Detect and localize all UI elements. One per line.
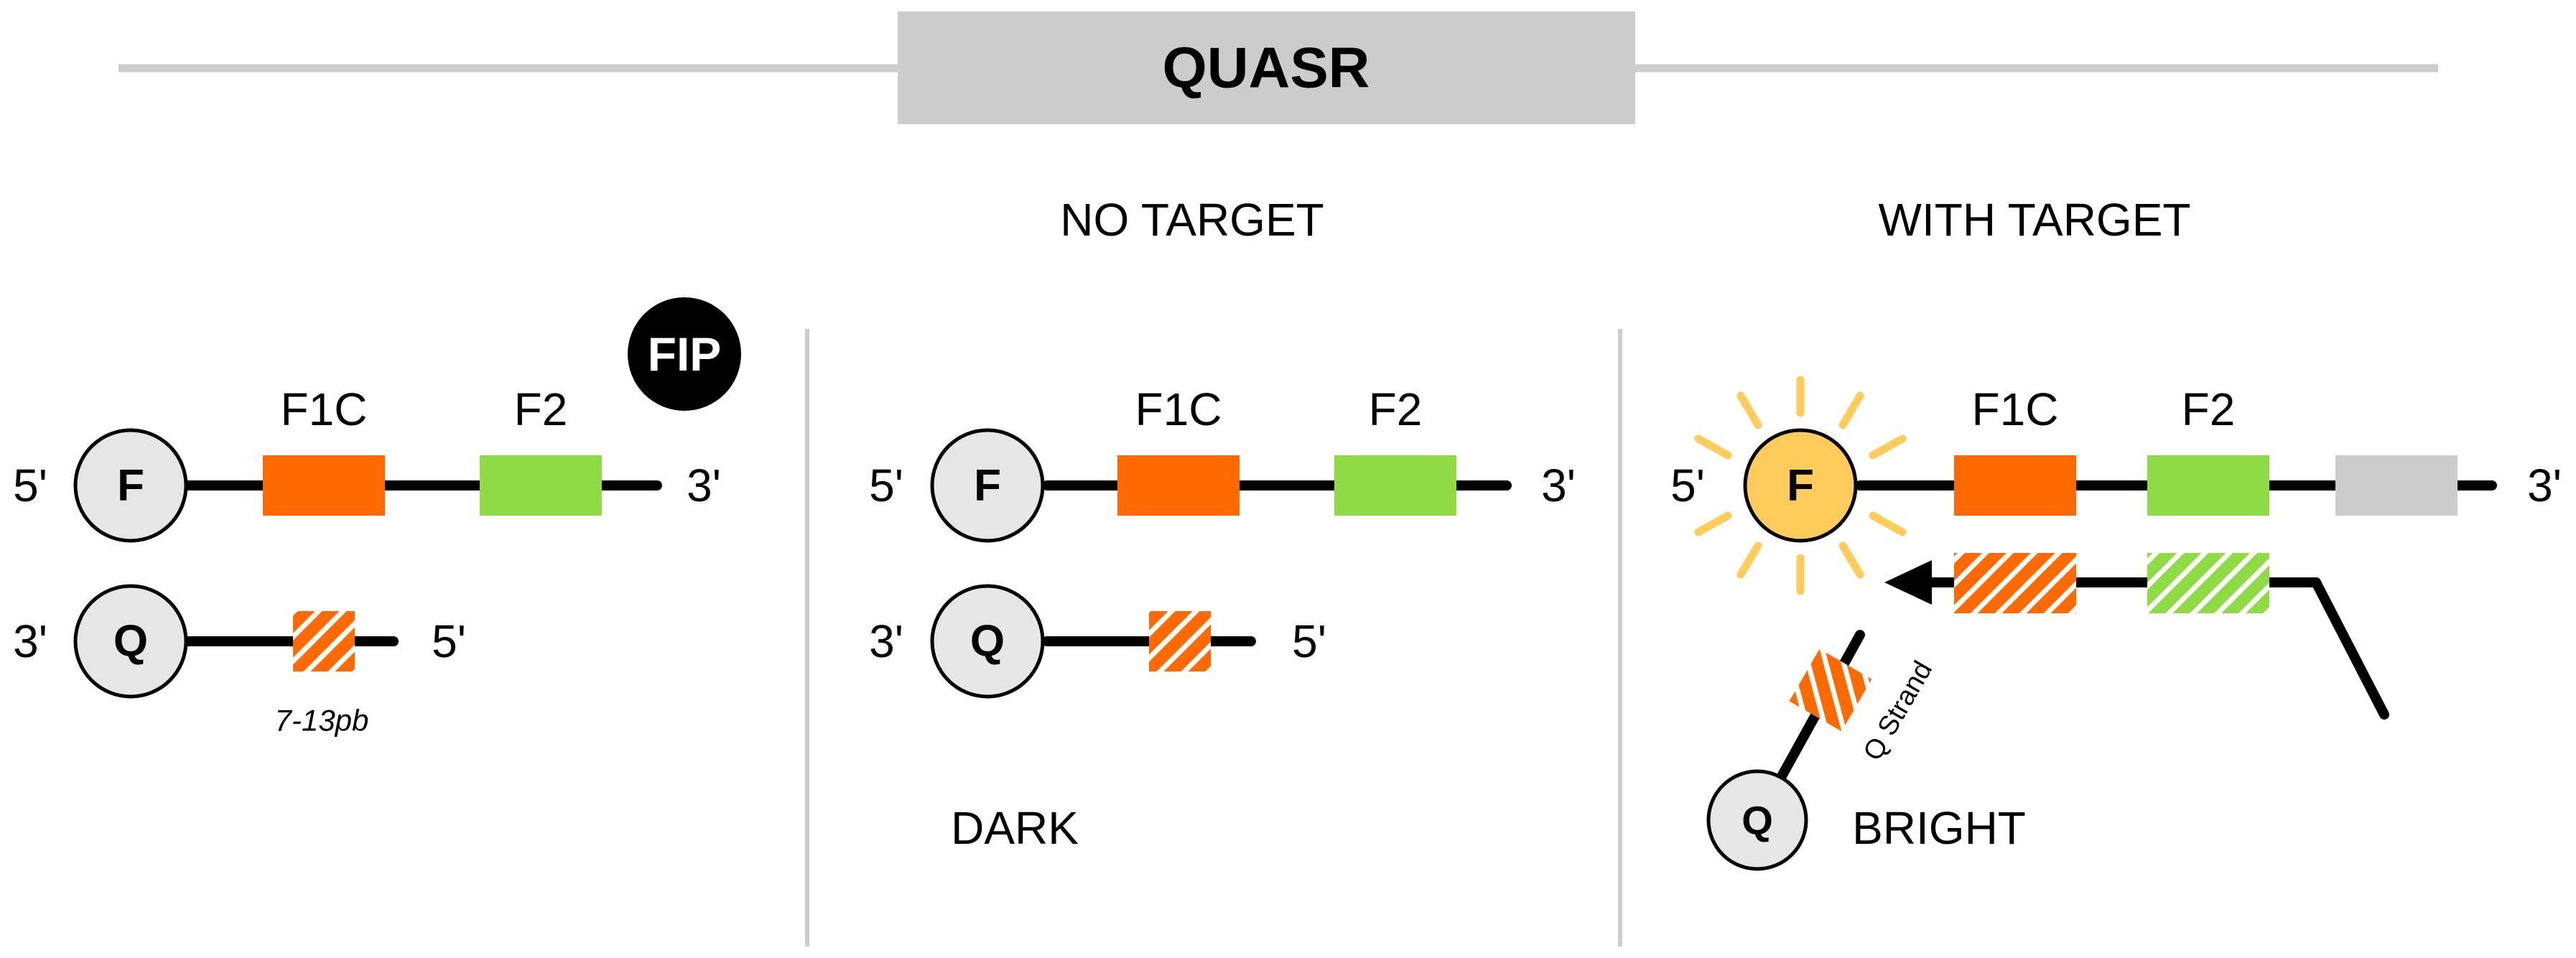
wt-complement-f1c-hatched — [1954, 553, 2076, 613]
nt-q-five-prime: 5' — [1292, 615, 1326, 667]
nt-f1c-segment — [1117, 455, 1240, 516]
fip-q-three-prime: 3' — [13, 615, 47, 667]
wt-three-prime: 3' — [2527, 460, 2562, 511]
fip-five-prime: 5' — [13, 460, 47, 511]
wt-five-prime: 5' — [1670, 460, 1705, 511]
wt-extension-tail — [2311, 577, 2389, 720]
nt-three-prime: 3' — [1541, 460, 1576, 511]
fip-quencher — [73, 584, 188, 699]
fip-f1c-segment — [263, 455, 385, 516]
heading-no-target: NO TARGET — [1060, 194, 1324, 246]
fip-q-five-prime: 5' — [432, 615, 466, 667]
bright-rays — [1694, 376, 1907, 595]
header: QUASR — [118, 11, 2438, 124]
wt-f1c-label: F1C — [1972, 383, 2059, 435]
nt-quencher — [930, 584, 1045, 699]
title: QUASR — [1163, 36, 1370, 100]
wt-q-hatched-segment — [1789, 648, 1872, 732]
nt-quencher-label: Q — [970, 617, 1005, 666]
nt-state-label: DARK — [951, 802, 1079, 854]
fip-three-prime: 3' — [687, 460, 721, 511]
title-bar — [898, 11, 1635, 124]
nt-f2-segment — [1334, 455, 1456, 516]
fip-badge — [628, 297, 741, 411]
wt-fluorophore-bright — [1743, 428, 1858, 543]
heading-with-target: WITH TARGET — [1879, 194, 2191, 246]
fip-f1c-label: F1C — [281, 383, 368, 435]
nt-f2-label: F2 — [1369, 383, 1423, 435]
fip-quencher-length: 7-13pb — [275, 704, 369, 738]
panel-no-target: F F1C F2 5' 3' Q 3' 5' DARK — [869, 383, 1576, 854]
wt-extension-arrowhead — [1884, 560, 1932, 605]
wt-f2-label: F2 — [2182, 383, 2236, 435]
nt-q-hatched-segment — [1149, 611, 1211, 671]
nt-f1c-label: F1C — [1135, 383, 1222, 435]
wt-fluorophore-label: F — [1787, 461, 1814, 511]
nt-fluorophore — [930, 428, 1045, 543]
wt-f1c-segment — [1954, 455, 2076, 516]
fip-quencher-label: Q — [113, 617, 148, 666]
panel-with-target: F F1C F2 5' 3' Q Q Strand BRIGHT — [1670, 376, 2562, 871]
wt-quencher-label: Q — [1742, 798, 1773, 843]
nt-five-prime: 5' — [869, 460, 903, 511]
fip-q-hatched-segment — [293, 611, 355, 671]
wt-q-strand-label: Q Strand — [1858, 656, 1938, 766]
wt-quencher — [1706, 769, 1808, 871]
nt-q-three-prime: 3' — [869, 615, 903, 667]
wt-complement-f2-hatched — [2147, 553, 2269, 613]
fip-fluorophore-label: F — [117, 461, 144, 511]
wt-gray-segment — [2335, 455, 2458, 516]
nt-fluorophore-label: F — [974, 461, 1001, 511]
fip-fluorophore — [73, 428, 188, 543]
fip-badge-label: FIP — [648, 327, 722, 381]
panel-fip: FIP F F1C F2 5' 3' Q 3' 5' 7-13pb — [13, 297, 741, 738]
wt-state-label: BRIGHT — [1852, 802, 2026, 854]
fip-f2-segment — [480, 455, 602, 516]
fip-f2-label: F2 — [514, 383, 568, 435]
wt-f2-segment — [2147, 455, 2269, 516]
